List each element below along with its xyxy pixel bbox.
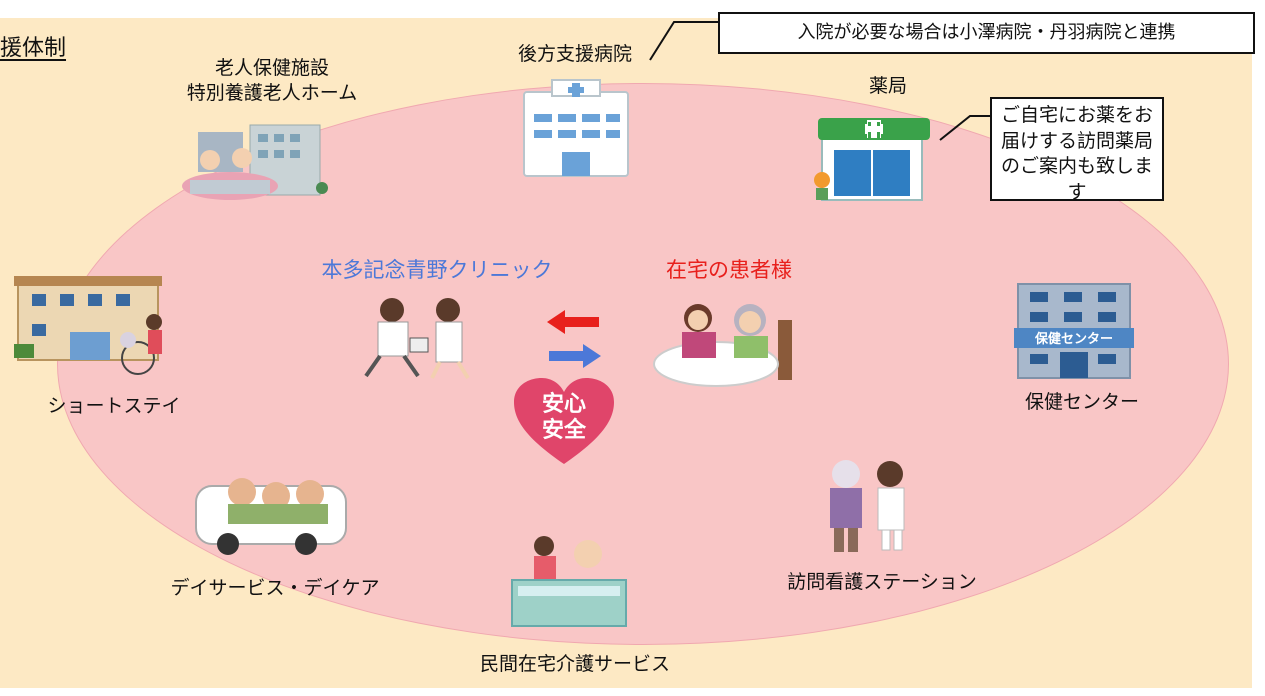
nursing-home-label-line2: 特別養護老人ホーム bbox=[186, 81, 358, 104]
patient-name: 在宅の患者様 bbox=[666, 258, 792, 282]
patient-illustration bbox=[653, 304, 792, 387]
hospital-callout-connector bbox=[649, 21, 720, 61]
heart-icon bbox=[514, 378, 614, 464]
clinic-name: 本多記念青野クリニック bbox=[321, 258, 553, 282]
visiting-nursing-illustration bbox=[830, 460, 905, 552]
pharmacy-icon bbox=[814, 118, 930, 201]
short-stay-illustration bbox=[14, 276, 162, 375]
home-care-service-label: 民間在宅介護サービス bbox=[479, 653, 670, 675]
heart-text: 安心 安全 bbox=[512, 392, 616, 445]
home-care-bath-illustration bbox=[511, 536, 627, 627]
nursing-home-label-line1: 老人保健施設 bbox=[214, 57, 329, 79]
backup-hospital-label: 後方支援病院 bbox=[517, 43, 632, 65]
health-center-label: 保健センター bbox=[1024, 391, 1139, 413]
heart-text-line1: 安心 bbox=[541, 392, 586, 417]
pharmacy-callout-connector bbox=[939, 115, 995, 141]
doctors-illustration bbox=[364, 298, 470, 380]
nursing-home-illustration bbox=[182, 124, 328, 200]
short-stay-label: ショートステイ bbox=[47, 395, 181, 417]
hospital-icon bbox=[523, 79, 629, 177]
pharmacy-callout: ご自宅にお薬をお届けする訪問薬局のご案内も致します bbox=[990, 97, 1164, 203]
day-service-label: デイサービス・デイケア bbox=[170, 577, 380, 599]
health-center-icon: 保健センター bbox=[1014, 283, 1134, 379]
exchange-arrows-icon bbox=[547, 310, 601, 368]
health-center-sign: 保健センター bbox=[1034, 331, 1113, 347]
nursing-home-label: 老人保健施設 特別養護老人ホーム bbox=[152, 56, 392, 105]
pharmacy-label: 薬局 bbox=[868, 75, 907, 97]
hospital-callout: 入院が必要な場合は小澤病院・丹羽病院と連携 bbox=[718, 12, 1255, 54]
visiting-nursing-label: 訪問看護ステーション bbox=[787, 571, 977, 593]
heart-text-line2: 安全 bbox=[541, 418, 586, 444]
page-title: 援体制 bbox=[0, 36, 67, 61]
day-service-van-illustration bbox=[195, 478, 347, 555]
